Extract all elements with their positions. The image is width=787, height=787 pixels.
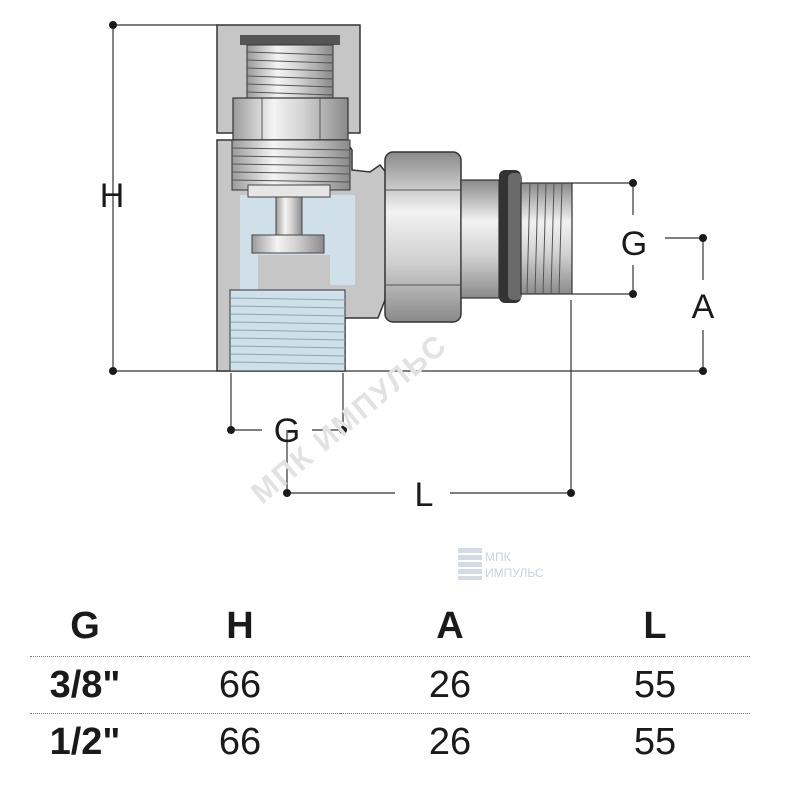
label-l: L [415, 476, 434, 514]
header-h: H [226, 605, 254, 647]
cell-g: 3/8" [49, 664, 121, 706]
cell-a: 26 [428, 721, 472, 763]
logo-line-2: ИМПУЛЬС [485, 566, 544, 580]
dimension-lines [112, 24, 704, 494]
header-a: A [436, 605, 464, 647]
dimensions-table: G H A L 3/8" 66 26 55 1/2" 66 26 55 [30, 596, 750, 770]
cell-a: 26 [428, 664, 472, 706]
cell-h: 66 [218, 721, 262, 763]
label-h: H [100, 177, 125, 215]
cell-l: 55 [633, 664, 677, 706]
dimension-dots [109, 21, 707, 497]
label-a: A [692, 288, 715, 326]
valve-body [216, 24, 573, 372]
cell-l: 55 [633, 721, 677, 763]
label-g-outlet: G [621, 225, 647, 263]
table-header-row: G H A L [30, 596, 750, 657]
header-l: L [643, 605, 667, 647]
header-g: G [70, 605, 100, 647]
label-g-inlet: G [274, 412, 300, 450]
company-logo: МПК ИМПУЛЬС [458, 548, 544, 580]
logo-line-1: МПК [485, 550, 511, 564]
table-row: 1/2" 66 26 55 [30, 713, 750, 771]
cell-h: 66 [218, 664, 262, 706]
cell-g: 1/2" [49, 721, 121, 763]
table-row: 3/8" 66 26 55 [30, 656, 750, 714]
